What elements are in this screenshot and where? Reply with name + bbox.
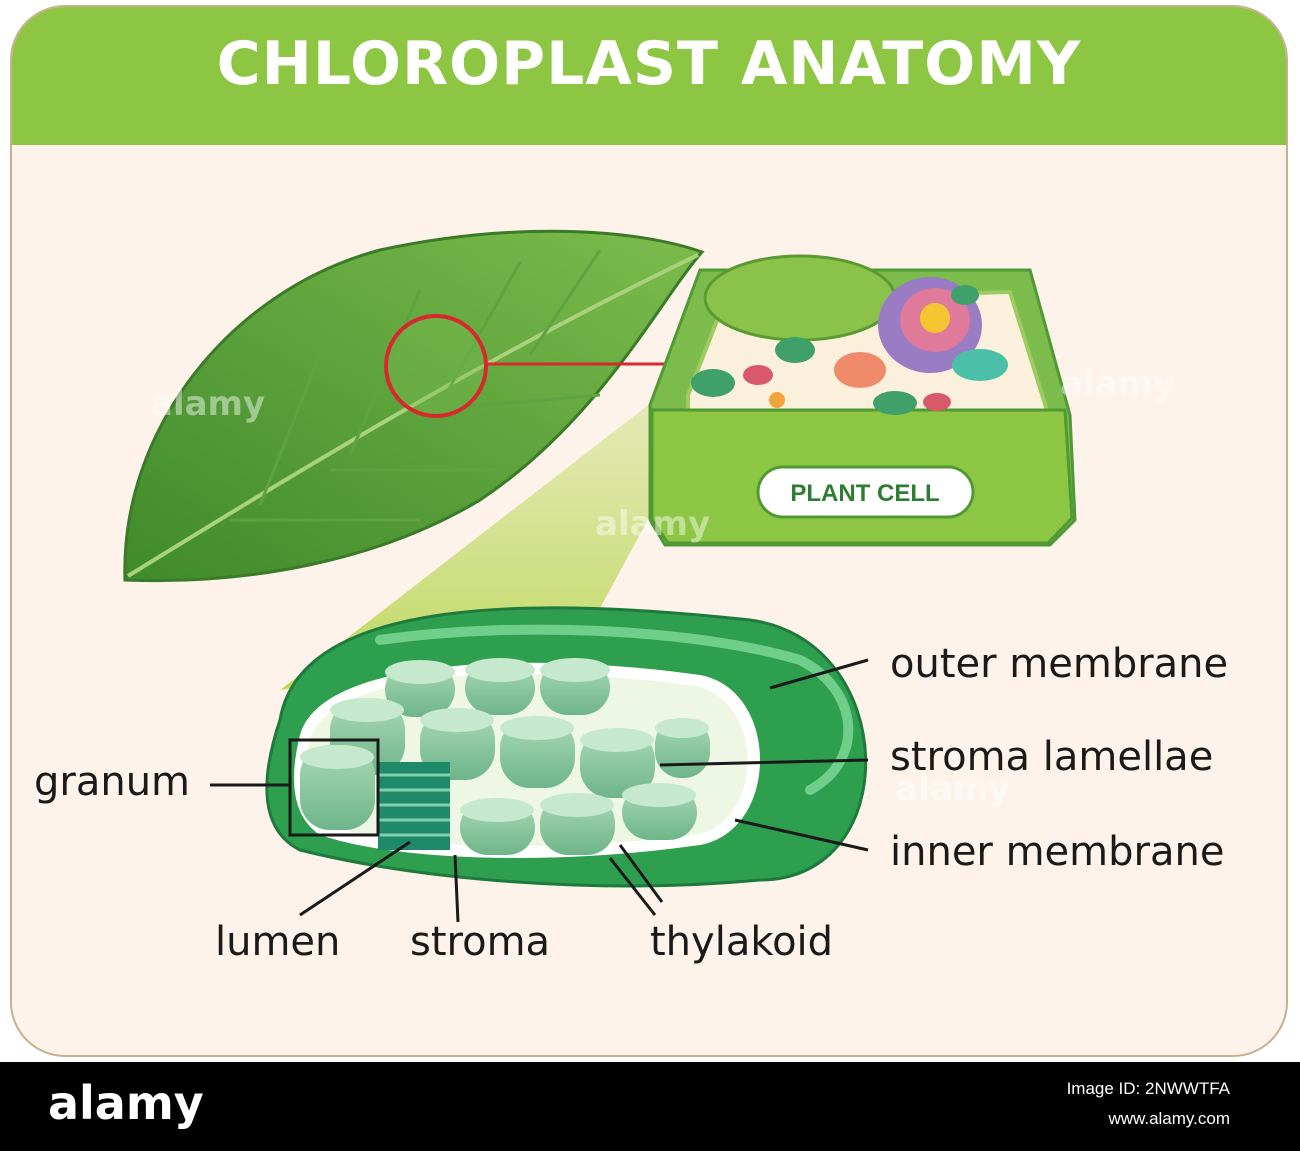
label-thylakoid: thylakoid xyxy=(650,919,833,965)
footer-meta: Image ID: 2NWWTFA www.alamy.com xyxy=(1067,1074,1230,1134)
watermark-text: alamy xyxy=(595,504,710,544)
plant-cell: PLANT CELL xyxy=(650,256,1075,545)
diagram-artwork: PLANT CELL xyxy=(0,0,1300,1062)
label-outer-membrane: outer membrane xyxy=(890,641,1228,687)
label-granum: granum xyxy=(34,759,190,805)
chloroplast xyxy=(267,608,866,886)
footer-brand: alamy xyxy=(48,1076,204,1130)
label-stroma: stroma xyxy=(410,919,550,965)
image-id: Image ID: 2NWWTFA xyxy=(1067,1074,1230,1104)
plant-cell-label: PLANT CELL xyxy=(790,480,939,507)
watermark-text: alamy xyxy=(895,769,1010,809)
footer-url: www.alamy.com xyxy=(1067,1104,1230,1134)
label-inner-membrane: inner membrane xyxy=(890,829,1224,875)
footer-bar: alamy Image ID: 2NWWTFA www.alamy.com xyxy=(0,1062,1300,1151)
label-lumen: lumen xyxy=(215,919,340,965)
watermark-text: alamy xyxy=(1060,364,1175,404)
watermark-text: alamy xyxy=(150,384,265,424)
